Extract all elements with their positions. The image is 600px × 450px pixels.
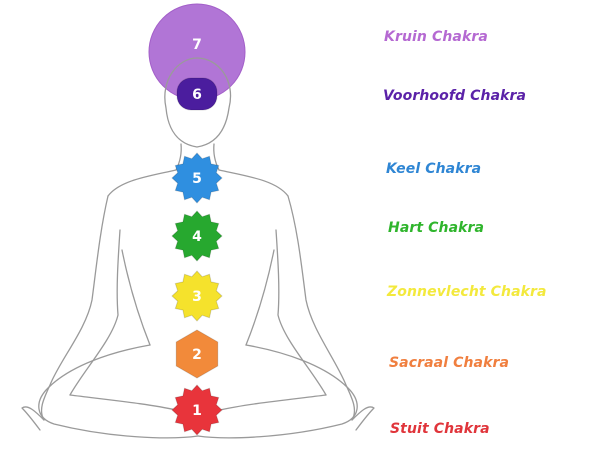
chakra-7-label: Kruin Chakra	[384, 29, 488, 45]
chakra-1-number: 1	[192, 403, 202, 419]
chakra-6-symbol	[176, 77, 218, 111]
chakra-2-number: 2	[192, 347, 202, 363]
chakra-1-symbol	[171, 384, 223, 436]
chakra-1-label: Stuit Chakra	[390, 421, 490, 437]
chakra-6-label: Voorhoofd Chakra	[383, 88, 527, 104]
chakra-2-label: Sacraal Chakra	[389, 355, 510, 371]
chakra-symbols: 1 2 3 4 5 6 7	[171, 37, 223, 436]
chakra-3-number: 3	[192, 289, 202, 305]
body-outline	[21, 57, 375, 439]
chakra-3-symbol	[171, 270, 223, 322]
chakra-4-number: 4	[192, 229, 202, 245]
chakra-7-number: 7	[192, 37, 202, 53]
chakra-5-number: 5	[192, 171, 202, 187]
chakra-3-label: Zonnevlecht Chakra	[387, 284, 547, 300]
chakra-4-label: Hart Chakra	[388, 220, 485, 236]
chakra-6-number: 6	[192, 87, 202, 103]
chakra-4-symbol	[171, 210, 223, 262]
chakra-2-symbol	[175, 329, 219, 379]
chakra-5-symbol	[171, 152, 223, 204]
chakra-5-label: Keel Chakra	[386, 161, 482, 177]
